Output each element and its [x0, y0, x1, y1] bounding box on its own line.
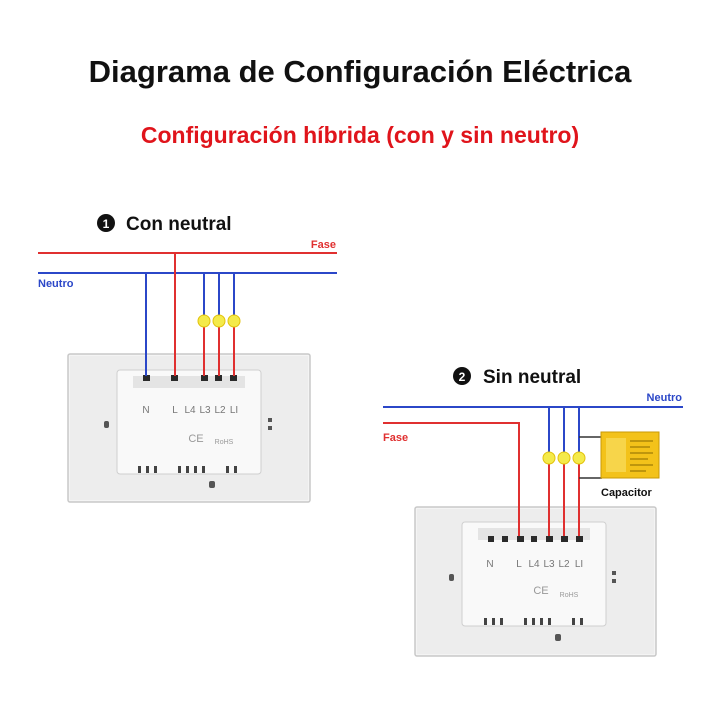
- bulb-icon: [227, 314, 241, 328]
- side-slots: [104, 418, 272, 488]
- terminal-l3-label: L3: [199, 405, 211, 416]
- terminal-l1-label: LI: [575, 559, 583, 570]
- bulb-icon: [557, 451, 571, 465]
- page-title: Diagrama de Configuración Eléctrica: [88, 54, 632, 89]
- bulb-icon: [572, 451, 586, 465]
- step-one-number: 1: [103, 217, 110, 231]
- diagram2-wires: [518, 407, 602, 536]
- switch-module: [116, 369, 262, 475]
- page-subtitle: Configuración híbrida (con y sin neutro): [140, 122, 580, 148]
- diagram-con-neutral: 1 Con neutral Fase Neutro N L L4 L3 L2 L…: [38, 214, 337, 503]
- switch-module: [461, 521, 607, 627]
- terminal-block: [488, 536, 583, 542]
- terminal-l2-label: L2: [214, 405, 226, 416]
- diagram1-wires: [145, 253, 235, 376]
- terminal-l3-label: L3: [543, 559, 555, 570]
- terminal-l4-label: L4: [184, 405, 196, 416]
- capacitor-icon: [600, 431, 660, 479]
- terminal-l-label: L: [172, 405, 178, 416]
- fase-label: Fase: [383, 432, 408, 444]
- step-one-badge: [97, 214, 115, 232]
- rohs-mark: RoHS: [215, 439, 234, 446]
- terminal-l2-label: L2: [558, 559, 570, 570]
- module-vents: [138, 466, 237, 473]
- neutro-label: Neutro: [38, 278, 74, 290]
- module-vents: [484, 618, 583, 625]
- step-two-number: 2: [459, 370, 466, 384]
- bulb-icon: [212, 314, 226, 328]
- terminal-l-label: L: [516, 559, 522, 570]
- bulb-icons: [542, 451, 586, 465]
- terminal-n-label: N: [486, 559, 493, 570]
- terminal-l4-label: L4: [528, 559, 540, 570]
- diagram-sin-neutral: 2 Sin neutral Neutro Fase N L L4 L3 L2 L…: [383, 367, 683, 657]
- ce-mark: CE: [533, 585, 548, 597]
- rohs-mark: RoHS: [560, 592, 579, 599]
- diagram2-heading: Sin neutral: [483, 367, 581, 388]
- bulb-icon: [542, 451, 556, 465]
- side-slots: [449, 571, 616, 641]
- bulb-icon: [197, 314, 211, 328]
- step-two-badge: [453, 367, 471, 385]
- diagram1-heading: Con neutral: [126, 214, 232, 235]
- terminal-l1-label: LI: [230, 405, 238, 416]
- terminal-n-label: N: [142, 405, 149, 416]
- fase-label: Fase: [311, 239, 336, 251]
- ce-mark: CE: [188, 433, 203, 445]
- capacitor-label: Capacitor: [601, 487, 652, 499]
- bulb-icons: [197, 314, 241, 328]
- terminal-block: [143, 375, 237, 381]
- neutro-label: Neutro: [647, 392, 683, 404]
